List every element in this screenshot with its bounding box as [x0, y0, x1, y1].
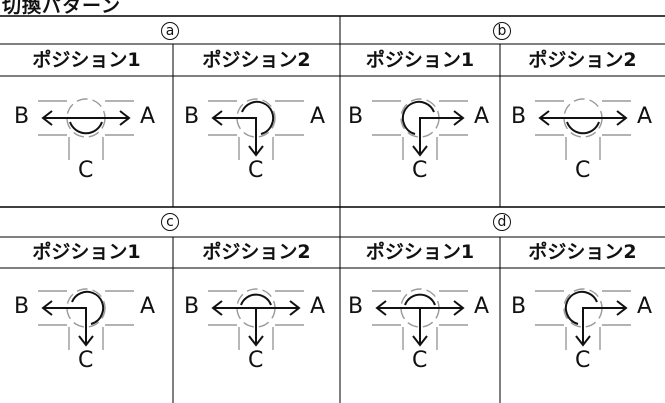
port-label-b: B	[348, 104, 364, 129]
port-label-b: B	[184, 104, 200, 129]
valve-diagram-c-1: B A C	[14, 268, 156, 373]
section-label-b: b	[486, 19, 518, 41]
port-label-a: A	[474, 294, 490, 319]
port-label-a: A	[637, 294, 653, 319]
port-label-b: B	[511, 294, 527, 319]
port-label-c: C	[575, 158, 591, 183]
valve-symbol	[38, 288, 134, 350]
position-label-d-2: ポジション2	[528, 241, 637, 263]
valve-symbol	[208, 98, 304, 160]
valve-diagram-d-2: B A C	[511, 268, 653, 373]
valve-diagram-b-2: B A C	[511, 78, 653, 183]
valve-diagram-b-1: B A C	[348, 78, 490, 183]
port-label-c: C	[78, 158, 94, 183]
section-label-a: a	[154, 19, 186, 41]
port-label-b: B	[184, 294, 200, 319]
port-label-a: A	[140, 294, 156, 319]
position-label-d-1: ポジション1	[365, 241, 475, 263]
port-label-c: C	[412, 158, 428, 183]
port-label-b: B	[348, 294, 364, 319]
position-label-a-2: ポジション2	[202, 49, 311, 71]
valve-symbol	[372, 98, 468, 160]
position-label-c-1: ポジション1	[32, 241, 141, 263]
valve-symbol	[372, 288, 468, 350]
port-label-a: A	[474, 104, 490, 129]
position-label-c-2: ポジション2	[202, 241, 311, 263]
port-label-a: A	[140, 104, 156, 129]
valve-symbol	[38, 98, 134, 160]
position-label-b-2: ポジション2	[528, 49, 637, 71]
valve-symbol	[535, 288, 631, 350]
port-label-a: A	[310, 294, 326, 319]
port-label-c: C	[412, 348, 428, 373]
valve-diagram-d-1: B A C	[348, 268, 490, 373]
port-label-c: C	[248, 158, 264, 183]
port-label-b: B	[14, 104, 30, 129]
position-label-a-1: ポジション1	[32, 49, 141, 71]
port-label-c: C	[248, 348, 264, 373]
valve-diagram-a-2: B A C	[184, 78, 326, 183]
valve-symbol	[208, 288, 304, 350]
section-label-d: d	[486, 210, 518, 232]
port-label-c: C	[78, 348, 94, 373]
port-label-b: B	[511, 104, 527, 129]
valve-diagram-a-1: B A C	[14, 78, 156, 183]
port-label-a: A	[310, 104, 326, 129]
port-label-c: C	[575, 348, 591, 373]
valve-diagram-c-2: B A C	[184, 268, 326, 373]
valve-symbol	[535, 98, 631, 160]
port-label-b: B	[14, 294, 30, 319]
page-title: 切換パターン	[2, 0, 122, 17]
position-label-b-1: ポジション1	[365, 49, 475, 71]
section-label-c: c	[154, 210, 186, 232]
port-label-a: A	[637, 104, 653, 129]
